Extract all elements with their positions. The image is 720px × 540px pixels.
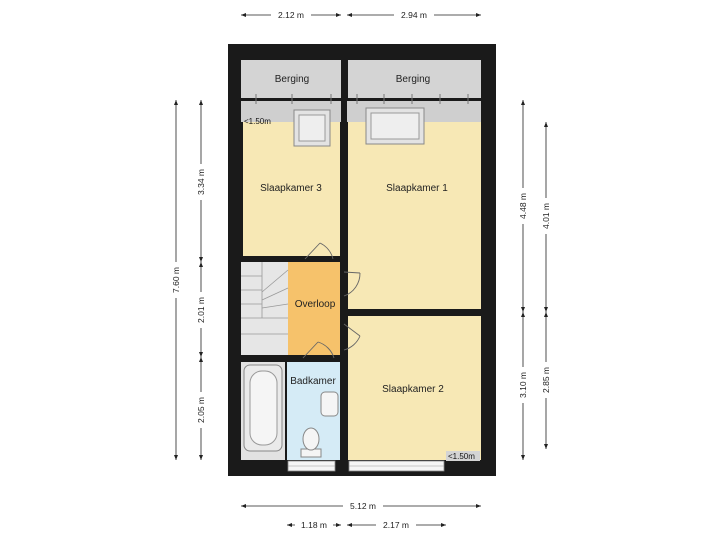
wall-landing-bath — [241, 355, 341, 362]
low-ceiling-box-bottom — [446, 451, 480, 461]
slaapkamer-2-room — [348, 316, 481, 460]
dim-bottom-right: 2.17 m — [383, 520, 409, 530]
berging-right-room — [348, 60, 481, 98]
wall-berging — [241, 98, 481, 101]
slaapkamer-3-label: Slaapkamer 3 — [260, 183, 322, 194]
wall-s3-bottom — [241, 256, 341, 262]
dim-right-upper-inner: 4.48 m — [518, 193, 528, 219]
dim-left-lower: 2.05 m — [196, 397, 206, 423]
staircase — [241, 262, 289, 335]
dim-left-upper: 3.34 m — [196, 169, 206, 195]
wall-bath-divider — [285, 362, 287, 460]
overloop-label: Overloop — [295, 299, 336, 310]
slaapkamer-1-label: Slaapkamer 1 — [386, 183, 448, 194]
stairwell — [241, 262, 288, 355]
berging-right-label: Berging — [396, 74, 430, 85]
low-ceiling-note-bottom: <1.50m — [448, 452, 475, 461]
wall-s1-s2 — [347, 309, 481, 315]
skylight-slaapkamer-1 — [365, 107, 425, 145]
toilet — [300, 427, 322, 458]
dim-right-lower-outer: 2.85 m — [541, 367, 551, 393]
door-badkamer — [302, 341, 335, 359]
central-wall — [341, 60, 347, 476]
door-slaapkamer-3 — [304, 242, 334, 260]
berging-left-label: Berging — [275, 74, 309, 85]
slaapkamer-1-room — [348, 122, 481, 309]
kneewall-marks — [255, 94, 469, 104]
low-ceiling-strip — [241, 100, 481, 122]
bottom-windows — [287, 460, 445, 472]
door-slaapkamer-2 — [343, 323, 361, 351]
overloop-room — [288, 262, 340, 355]
low-ceiling-note-top: <1.50m — [244, 117, 271, 126]
dim-right-lower-inner: 3.10 m — [518, 372, 528, 398]
dim-left-middle: 2.01 m — [196, 297, 206, 323]
dim-right-upper-outer: 4.01 m — [541, 203, 551, 229]
berging-left-room — [241, 60, 342, 98]
slaapkamer-2-label: Slaapkamer 2 — [382, 384, 444, 395]
washbasin — [320, 391, 339, 417]
door-slaapkamer-1 — [343, 271, 361, 297]
dim-left-total: 7.60 m — [171, 267, 181, 293]
dim-bottom-total: 5.12 m — [350, 501, 376, 511]
dim-top-right: 2.94 m — [401, 10, 427, 20]
badkamer-label: Badkamer — [290, 376, 336, 387]
skylight-slaapkamer-3 — [293, 109, 331, 147]
dim-bottom-left: 1.18 m — [301, 520, 327, 530]
dim-top-left: 2.12 m — [278, 10, 304, 20]
dimension-right — [521, 100, 548, 460]
bathtub — [243, 364, 283, 452]
